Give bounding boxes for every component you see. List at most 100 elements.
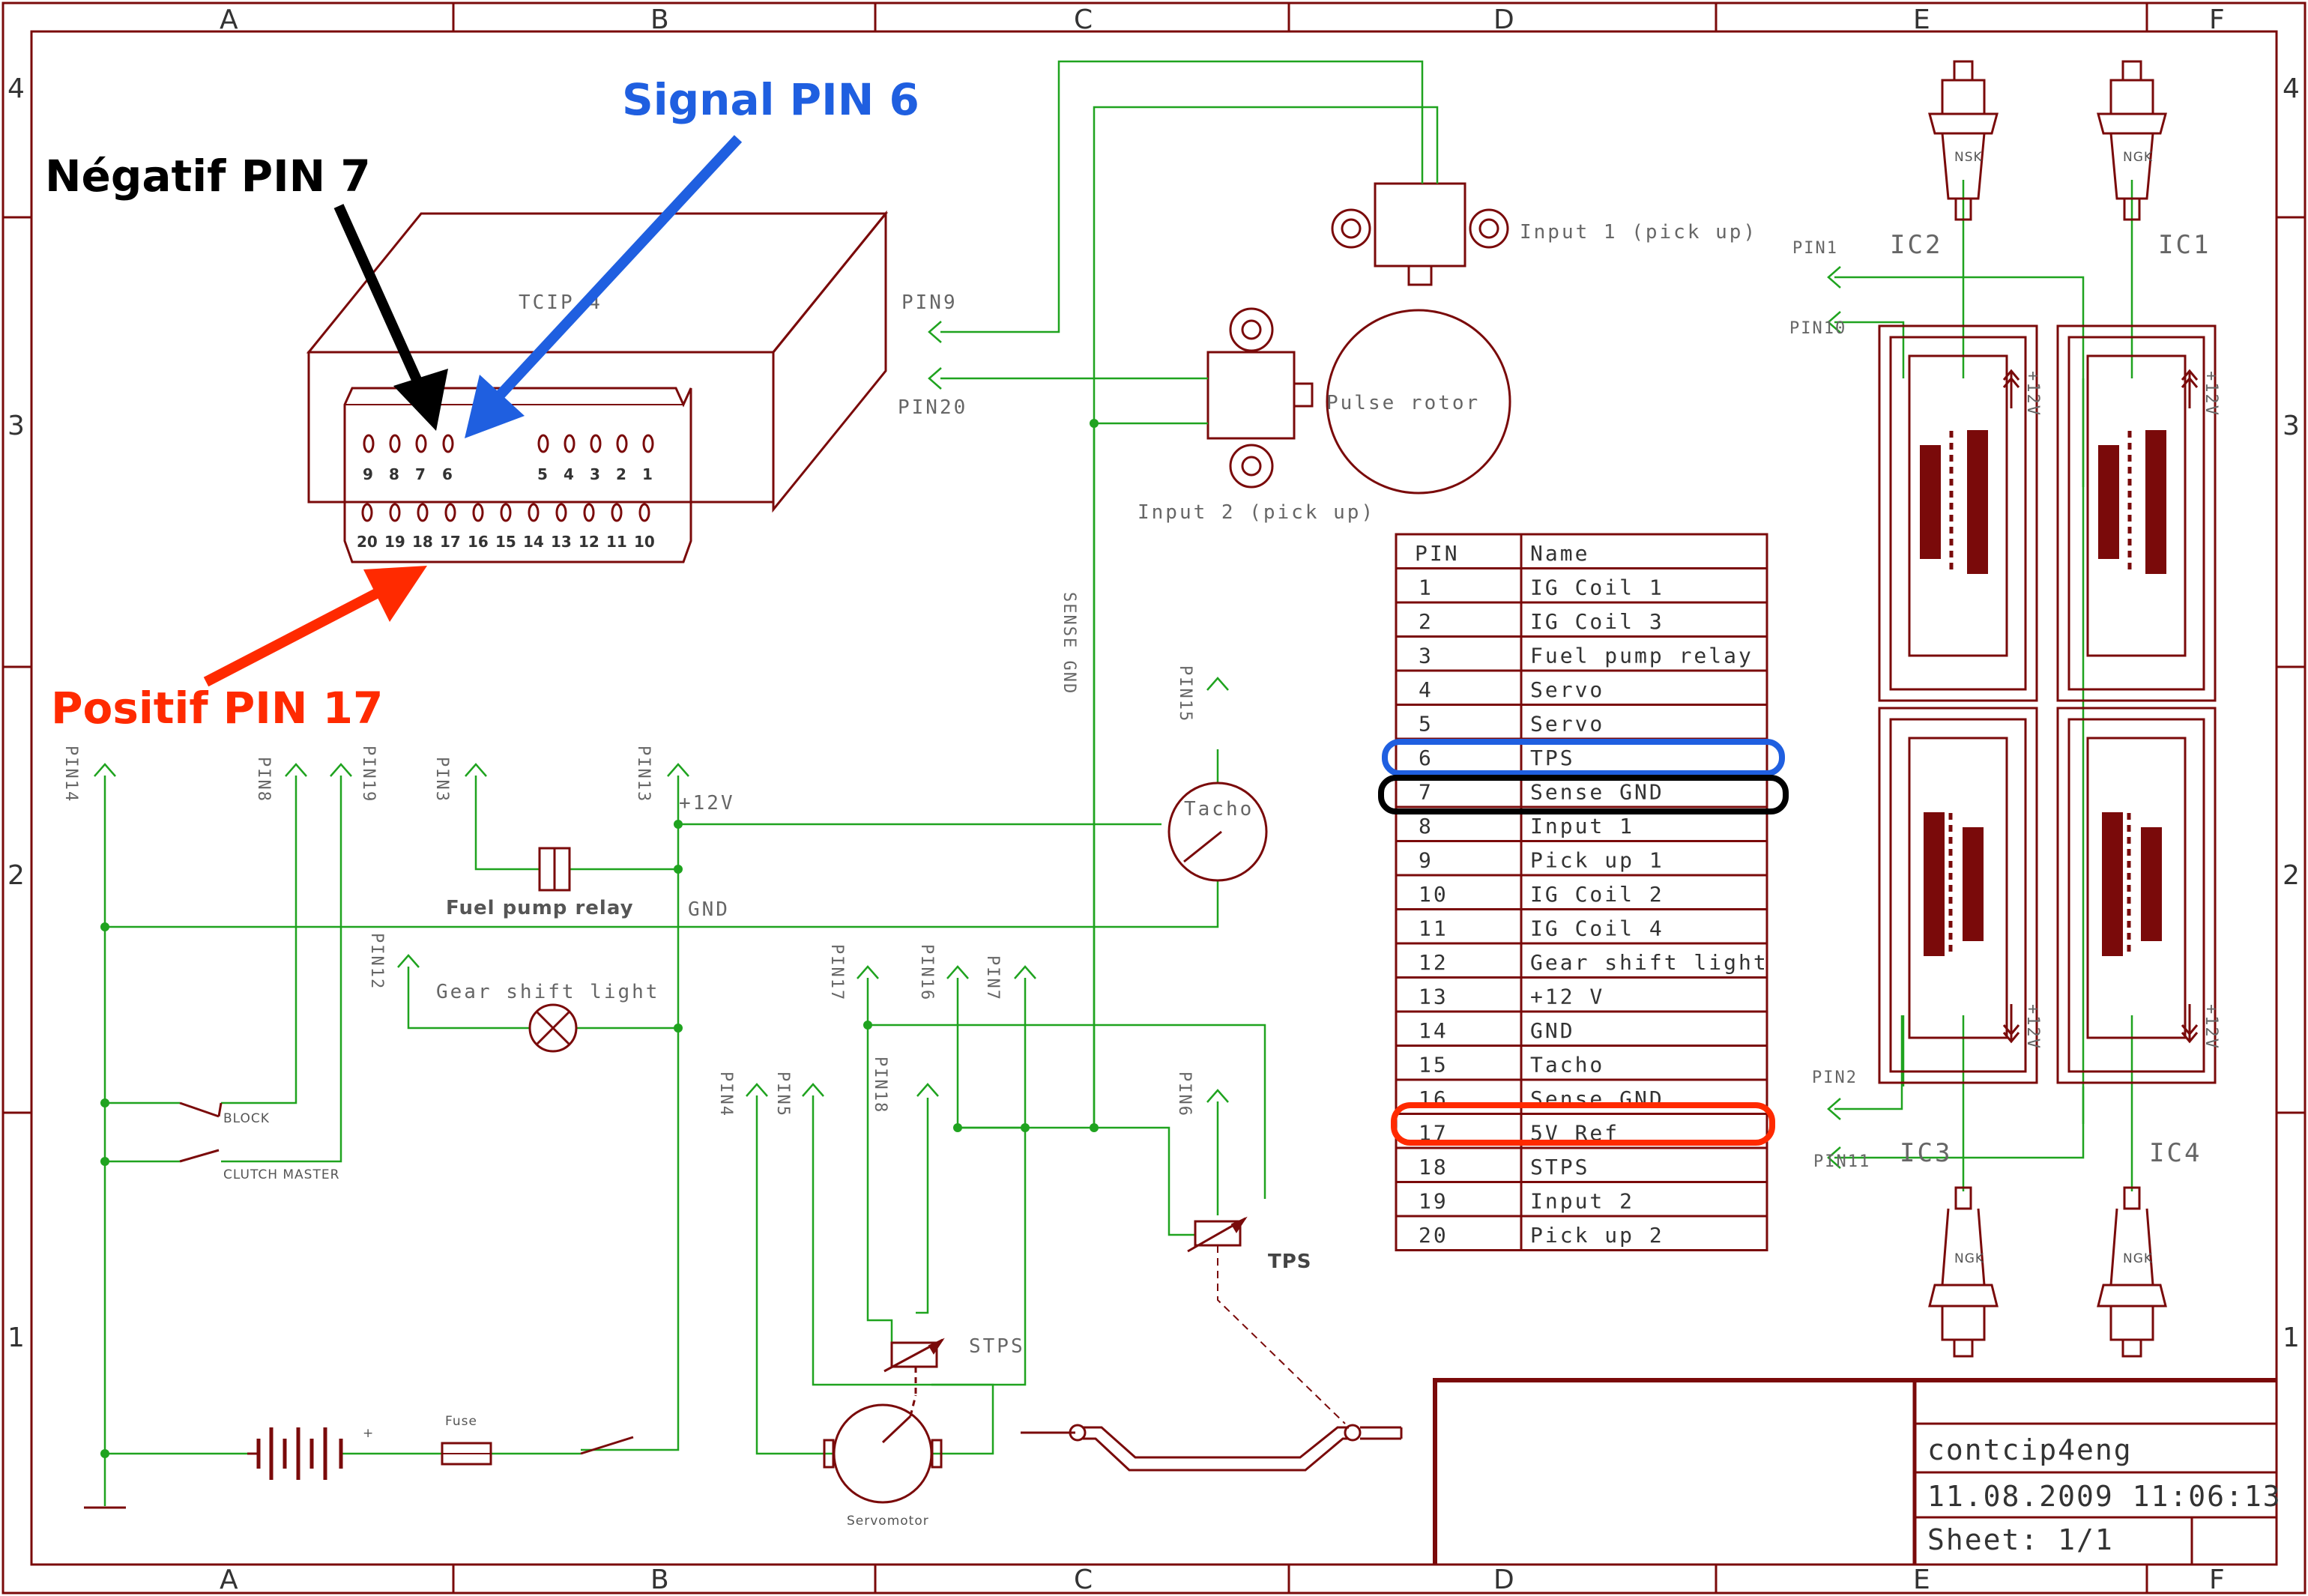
vertical-pin-label: PIN16 — [917, 944, 936, 1001]
ignition-coil: +12V — [2056, 707, 2220, 1084]
pickup-input2: Input 2 (pick up) — [1138, 307, 1373, 524]
vertical-pin-label: PIN18 — [871, 1057, 889, 1113]
table-cell-name: IG Coil 1 — [1530, 575, 1664, 600]
vertical-pin-label: PIN8 — [254, 757, 273, 802]
pin20-label: PIN20 — [898, 396, 967, 419]
table-cell-name: Servo — [1530, 677, 1604, 702]
vertical-pin-label: PIN13 — [634, 746, 653, 802]
pin-arrow-up — [94, 763, 116, 777]
ecu-pin-number: 11 — [606, 533, 627, 551]
vertical-pin-label: PIN7 — [983, 955, 1002, 1001]
wire-junction — [1090, 419, 1099, 428]
ecu-pin-number: 4 — [564, 465, 574, 483]
fuse: Fuse — [441, 1414, 492, 1466]
table-cell-pin: 9 — [1419, 848, 1434, 873]
ignition-coils: +12V+12V+12V+12V — [1878, 324, 2220, 1084]
vertical-pin-label: PIN12 — [367, 933, 386, 990]
net-labels: PIN9 PIN20 +12V Fuel pump relay GND Gear… — [436, 230, 2208, 1171]
wire-junction — [674, 865, 683, 874]
plug-brand: NGK — [1954, 1251, 1984, 1266]
ecu-pin-hole — [642, 434, 654, 453]
wiring — [100, 60, 2133, 1506]
row-label-right: 2 — [2283, 860, 2300, 891]
ic4-label: IC4 — [2149, 1138, 2202, 1168]
row-label-right: 3 — [2283, 411, 2300, 441]
pin-arrow-left — [1827, 266, 1841, 288]
title-sheet: Sheet: 1/1 — [1927, 1523, 2114, 1556]
table-cell-name: STPS — [1530, 1155, 1589, 1179]
block-label: BLOCK — [223, 1111, 270, 1126]
plug-brand: NGK — [2123, 1251, 2153, 1266]
pin-arrow-up — [746, 1083, 768, 1097]
vertical-pin-label: PIN19 — [359, 746, 378, 802]
pulse-rotor: Pulse rotor — [1326, 309, 1511, 495]
wire-junction — [674, 1024, 683, 1033]
table-cell-name: TPS — [1530, 746, 1575, 770]
col-label-bottom: E — [1913, 1565, 1930, 1595]
table-cell-pin: 12 — [1419, 950, 1448, 975]
ecu-pin-hole — [415, 434, 427, 453]
ecu-pin-number: 8 — [389, 465, 399, 483]
wire-junction — [100, 1449, 109, 1458]
wire-junction — [100, 1098, 109, 1107]
annotation-positive-text: Positif PIN 17 — [51, 683, 383, 734]
fuse-label: Fuse — [445, 1414, 477, 1429]
table-cell-pin: 10 — [1419, 882, 1448, 907]
row-label-left: 3 — [7, 411, 25, 441]
spark-plug: NSK — [1928, 60, 1999, 221]
servomotor-label: Servomotor — [847, 1514, 929, 1529]
fuel-pump-relay — [538, 847, 571, 892]
ignition-coil: +12V — [1878, 707, 2042, 1084]
table-cell-pin: 5 — [1419, 712, 1434, 737]
title-name: contcip4eng — [1927, 1433, 2133, 1466]
wire-junction — [863, 1021, 872, 1030]
vertical-pin-label: PIN14 — [61, 746, 80, 802]
ecu-pin-hole — [638, 503, 650, 522]
ecu-pin-number: 18 — [412, 533, 433, 551]
pin-arrow-up — [1206, 1089, 1229, 1103]
wire-junction — [100, 1157, 109, 1166]
table-cell-name: Servo — [1530, 712, 1604, 737]
table-cell-pin: 6 — [1419, 746, 1434, 770]
ecu-pin-number: 9 — [363, 465, 373, 483]
table-cell-pin: 15 — [1419, 1053, 1448, 1077]
gear-shift-lamp — [528, 1003, 578, 1053]
table-cell-name: Input 1 — [1530, 814, 1634, 838]
vertical-pin-label: PIN15 — [1176, 665, 1194, 722]
ic3-label: IC3 — [1900, 1138, 1952, 1168]
highlight-pin17 — [1391, 1102, 1775, 1146]
ecu-pin-hole — [472, 503, 484, 522]
ecu-pin-number: 15 — [495, 533, 516, 551]
col-label-bottom: D — [1493, 1565, 1514, 1595]
stps-label: STPS — [969, 1335, 1025, 1358]
servomotor: Servomotor — [823, 1394, 943, 1529]
col-label-top: F — [2209, 4, 2225, 35]
pin-arrow-left — [1827, 311, 1841, 333]
col-label-top: E — [1913, 4, 1930, 35]
annotation-signal-text: Signal PIN 6 — [622, 74, 919, 125]
table-cell-pin: 2 — [1419, 609, 1434, 634]
annotation-negative: Négatif PIN 7 — [45, 151, 448, 431]
ecu-pin-number: 12 — [578, 533, 599, 551]
highlight-pin7 — [1378, 775, 1789, 814]
ecu-pin-number: 1 — [642, 465, 653, 483]
table-cell-name: Gear shift light — [1530, 950, 1768, 975]
vertical-pin-label: PIN4 — [716, 1071, 735, 1117]
ecu-pin-number: 19 — [384, 533, 405, 551]
battery: + — [247, 1426, 373, 1480]
annotation-signal: Signal PIN 6 — [465, 74, 919, 438]
wire-junction — [953, 1123, 962, 1132]
clutch-switch: CLUTCH MASTER — [179, 1149, 339, 1182]
table-cell-pin: 11 — [1419, 916, 1448, 941]
tacho-label: Tacho — [1184, 798, 1254, 820]
pin-arrows — [94, 266, 1841, 1169]
coil-12v-label: +12V — [2202, 1004, 2220, 1050]
col-label-top: A — [220, 4, 238, 35]
title-block: contcip4eng 11.08.2009 11:06:13 Sheet: 1… — [1433, 1378, 2280, 1565]
spark-plug: NGK — [2097, 60, 2167, 221]
vertical-pin-label: PIN5 — [773, 1071, 792, 1117]
annotation-positive: Positif PIN 17 — [51, 566, 427, 734]
